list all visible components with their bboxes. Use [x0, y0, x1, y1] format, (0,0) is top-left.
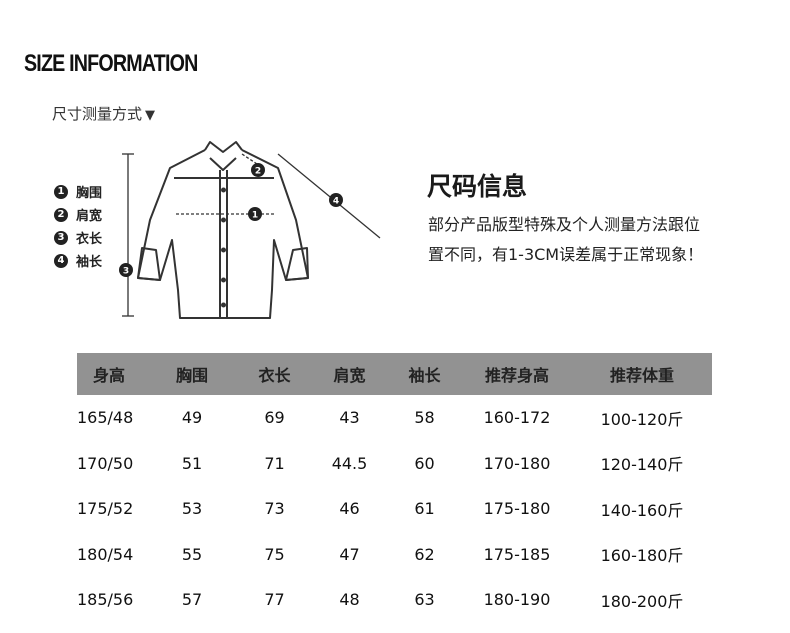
cell: 140-160斤	[600, 500, 684, 520]
cell: 175/52	[77, 499, 134, 519]
svg-text:3: 3	[123, 267, 129, 277]
cell: 58	[414, 408, 435, 428]
header-height: 身高	[93, 366, 126, 385]
cell: 180-190	[483, 590, 551, 610]
cell: 175-180	[483, 499, 551, 519]
number-2-icon: 2	[54, 207, 68, 222]
number-3-icon: 3	[54, 230, 68, 245]
size-info-title: 尺码信息	[427, 172, 528, 201]
method-text: 尺寸测量方式	[52, 105, 143, 123]
table-row: 185/56 57 77 48 63 180-190 180-200斤	[77, 577, 712, 623]
triangle-down-icon: ▼	[145, 108, 156, 123]
cell: 48	[339, 590, 360, 610]
cell: 44.5	[331, 453, 368, 473]
cell: 49	[181, 408, 203, 428]
measurement-legend: 1 胸围 2 肩宽 3 衣长 4 袖长	[54, 180, 102, 272]
legend-label: 胸围	[76, 186, 103, 201]
svg-text:2: 2	[255, 167, 261, 177]
cell: 53	[181, 499, 203, 519]
legend-label: 肩宽	[76, 209, 103, 224]
svg-text:4: 4	[333, 197, 339, 207]
cell: 185/56	[77, 590, 134, 610]
header-rec-height: 推荐身高	[484, 366, 549, 385]
note-line-1: 部分产品版型特殊及个人测量方法跟位	[428, 215, 701, 234]
cell: 55	[181, 544, 203, 564]
cell: 61	[414, 499, 435, 519]
table-row: 170/50 51 71 44.5 60 170-180 120-140斤	[77, 441, 712, 487]
cell: 73	[264, 499, 285, 519]
cell: 175-185	[483, 544, 551, 564]
table-row: 180/54 55 75 47 62 175-185 160-180斤	[77, 532, 712, 578]
cell: 46	[339, 499, 360, 519]
shirt-diagram-icon: 1 2 3 4	[119, 141, 381, 319]
header-chest: 胸围	[175, 366, 208, 385]
page-title: SIZE INFORMATION	[24, 50, 198, 77]
legend-item-chest: 1 胸围	[54, 180, 102, 203]
legend-item-length: 3 衣长	[54, 226, 102, 249]
cell: 180-200斤	[600, 591, 684, 611]
cell: 180/54	[77, 544, 134, 564]
size-table: 身高 胸围 衣长 肩宽 袖长 推荐身高 推荐体重 165/48 49 69 43…	[77, 353, 712, 623]
header-rec-weight: 推荐体重	[609, 366, 674, 385]
cell: 69	[264, 408, 285, 428]
cell: 165/48	[77, 408, 134, 428]
cell: 160-180斤	[600, 546, 684, 566]
table-row: 165/48 49 69 43 58 160-172 100-120斤	[77, 395, 712, 441]
cell: 57	[181, 590, 203, 610]
svg-text:1: 1	[252, 211, 258, 221]
table-row: 175/52 53 73 46 61 175-180 140-160斤	[77, 486, 712, 532]
cell: 100-120斤	[600, 409, 684, 429]
header-sleeve: 袖长	[408, 366, 441, 385]
table-header: 身高 胸围 衣长 肩宽 袖长 推荐身高 推荐体重	[77, 353, 712, 395]
cell: 120-140斤	[600, 455, 684, 475]
legend-label: 衣长	[76, 232, 103, 247]
cell: 63	[414, 590, 435, 610]
number-1-icon: 1	[54, 184, 68, 199]
header-length: 衣长	[258, 366, 291, 385]
note-line-2: 置不同，有1-3CM误差属于正常现象！	[428, 245, 704, 264]
cell: 62	[414, 544, 435, 564]
cell: 160-172	[483, 408, 551, 428]
cell: 47	[339, 544, 360, 564]
cell: 51	[181, 453, 203, 473]
cell: 60	[414, 453, 435, 473]
cell: 75	[264, 544, 285, 564]
cell: 170/50	[77, 453, 134, 473]
cell: 71	[264, 453, 285, 473]
measurement-method-label: 尺寸测量方式▼	[52, 103, 155, 124]
legend-item-shoulder: 2 肩宽	[54, 203, 102, 226]
cell: 77	[264, 590, 285, 610]
number-4-icon: 4	[54, 253, 68, 268]
legend-label: 袖长	[76, 255, 103, 270]
legend-item-sleeve: 4 袖长	[54, 249, 102, 272]
cell: 170-180	[483, 453, 551, 473]
header-shoulder: 肩宽	[333, 366, 366, 385]
cell: 43	[339, 408, 360, 428]
size-info-note: 部分产品版型特殊及个人测量方法跟位 置不同，有1-3CM误差属于正常现象！	[428, 210, 758, 270]
